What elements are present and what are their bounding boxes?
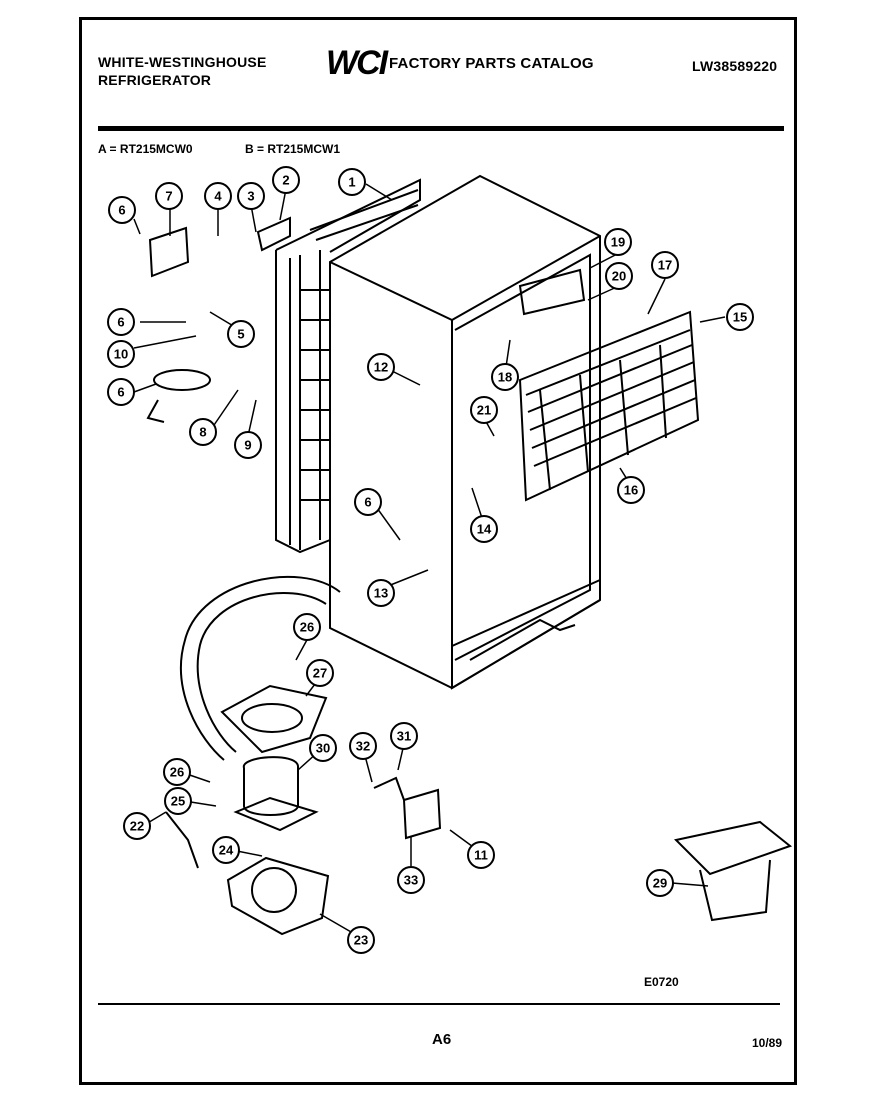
callout-label: 18 (498, 370, 512, 385)
model-b: B = RT215MCW1 (245, 142, 341, 156)
callout-label: 23 (354, 933, 368, 948)
callout-label: 10 (114, 347, 128, 362)
callout-16 (617, 476, 645, 504)
callout-label: 17 (658, 258, 672, 273)
callout-7 (155, 182, 183, 210)
callout-32 (349, 732, 377, 760)
callout-21 (470, 396, 498, 424)
small-parts (146, 216, 793, 922)
callout-label: 9 (244, 438, 251, 453)
callout-26a (293, 613, 321, 641)
callout-26b (163, 758, 191, 786)
callout-label: 11 (474, 848, 488, 863)
callout-label: 6 (117, 315, 124, 330)
callout-30 (309, 734, 337, 762)
callout-2 (272, 166, 300, 194)
callout-label: 16 (624, 483, 638, 498)
drawing-code: E0720 (644, 975, 679, 989)
callout-label: 22 (130, 819, 144, 834)
callout-9 (234, 431, 262, 459)
callout-17 (651, 251, 679, 279)
compressor-base (226, 856, 330, 936)
callout-circles (107, 166, 754, 954)
catalog-title: FACTORY PARTS CATALOG (389, 55, 594, 72)
callout-4 (204, 182, 232, 210)
callout-24 (212, 836, 240, 864)
callout-label: 5 (237, 327, 244, 342)
callout-31 (390, 722, 418, 750)
wci-logo: WCI (326, 44, 388, 82)
callout-label: 8 (199, 425, 206, 440)
callout-14 (470, 515, 498, 543)
callout-13 (367, 579, 395, 607)
callout-label: 2 (282, 173, 289, 188)
callout-label: 25 (171, 794, 185, 809)
callout-label: 4 (214, 189, 222, 204)
callout-3 (237, 182, 265, 210)
revision-date: 10/89 (752, 1036, 783, 1050)
callout-22 (123, 812, 151, 840)
callout-6d (354, 488, 382, 516)
callout-18 (491, 363, 519, 391)
callout-label: 33 (404, 873, 418, 888)
callout-8 (189, 418, 217, 446)
callout-label: 6 (117, 385, 124, 400)
model-a: A = RT215MCW0 (98, 142, 193, 156)
callout-label: 26 (300, 620, 314, 635)
condenser-coil (275, 178, 421, 554)
callout-label: 1 (348, 175, 355, 190)
callout-23 (347, 926, 375, 954)
callout-15 (726, 303, 754, 331)
callout-label: 20 (612, 269, 626, 284)
brand-line-2: REFRIGERATOR (98, 72, 212, 88)
part-number: LW38589220 (692, 58, 778, 74)
compressor (233, 756, 319, 832)
callout-12 (367, 353, 395, 381)
callout-label: 6 (364, 495, 371, 510)
callout-label: 15 (733, 310, 747, 325)
callout-label: 14 (477, 522, 492, 537)
callout-29 (646, 869, 674, 897)
callout-label: 24 (219, 843, 234, 858)
callout-11 (467, 841, 495, 869)
callout-label: 27 (313, 666, 327, 681)
evaporator (518, 310, 700, 502)
drain-tube-loop (180, 575, 341, 761)
callout-label: 19 (611, 235, 625, 250)
callout-label: 6 (118, 203, 125, 218)
page-number: A6 (432, 1031, 452, 1048)
callout-label: 30 (316, 741, 330, 756)
callout-label: 12 (374, 360, 388, 375)
drain-pan (220, 684, 328, 754)
callout-19 (604, 228, 632, 256)
callout-1 (338, 168, 366, 196)
callout-20 (605, 262, 633, 290)
callout-label: 21 (477, 403, 491, 418)
refrigerator-cabinet (329, 174, 601, 690)
callout-label: 7 (165, 189, 172, 204)
callout-33 (397, 866, 425, 894)
callout-label: 32 (356, 739, 370, 754)
page-frame (79, 17, 797, 1085)
callout-label: 13 (374, 586, 388, 601)
callout-labels: 6 7 4 3 2 1 19 20 17 15 6 5 10 6 8 9 12 … (114, 173, 747, 948)
callout-6a (108, 196, 136, 224)
brand-line-1: WHITE-WESTINGHOUSE (98, 54, 267, 70)
callout-27 (306, 659, 334, 687)
header-rule (98, 126, 784, 131)
callout-label: 31 (397, 729, 411, 744)
callout-6b (107, 308, 135, 336)
callout-25 (164, 787, 192, 815)
callout-label: 29 (653, 876, 667, 891)
callout-6c (107, 378, 135, 406)
callout-label: 3 (247, 189, 254, 204)
callout-10 (107, 340, 135, 368)
footer-rule (98, 1003, 780, 1005)
callout-5 (227, 320, 255, 348)
callout-leaders (133, 183, 726, 937)
callout-label: 26 (170, 765, 184, 780)
